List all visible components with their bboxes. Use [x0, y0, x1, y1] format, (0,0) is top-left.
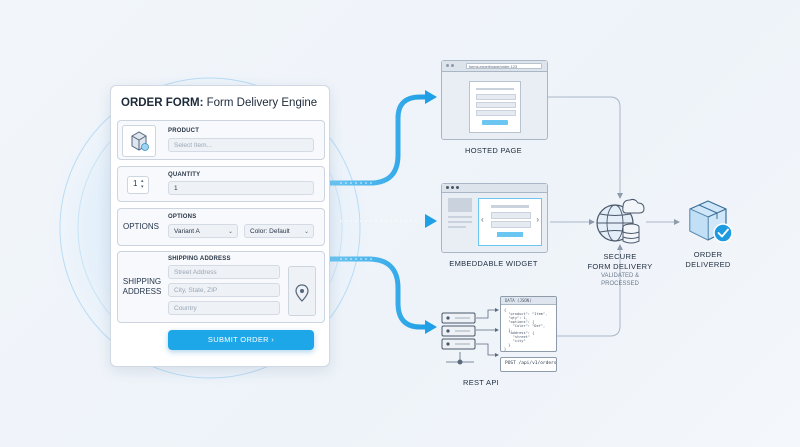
json-code-line: }: [504, 347, 507, 351]
window-dot-icon: [446, 64, 449, 67]
validated-processed-label: VALIDATED & PROCESSED: [583, 272, 657, 288]
quantity-section: 1 ▴▾ QUANTITY 1: [117, 166, 325, 202]
endpoint-text: POST /api/v1/orders: [505, 361, 557, 366]
variant-select[interactable]: Variant A ⌄: [168, 224, 238, 238]
background-ring-outer: [59, 77, 361, 379]
shipping-section: SHIPPING ADDRESS SHIPPING ADDRESS Street…: [117, 251, 325, 323]
json-code-body: { "product": "Item", "qty": 1, "options"…: [501, 305, 556, 351]
window-dot-icon: [451, 186, 454, 189]
order-delivered-label: ORDER DELIVERED: [676, 250, 740, 270]
delivered-box-icon: [684, 197, 736, 247]
json-code-title: DATA (JSON): [501, 297, 556, 305]
chevron-down-icon: ⌄: [303, 229, 309, 235]
widget-image-block: [448, 198, 472, 212]
product-label: PRODUCT: [168, 128, 200, 134]
order-form-card: ORDER FORM: Form Delivery Engine PRODUCT…: [110, 85, 330, 367]
window-dot-icon: [456, 186, 459, 189]
chevron-left-icon: ‹: [481, 215, 484, 224]
secure-delivery-label: SECURE FORM DELIVERY: [573, 252, 667, 272]
quantity-label: QUANTITY: [168, 172, 201, 178]
arrowhead-hosted: [425, 90, 437, 104]
flow-arrow-api: [327, 256, 429, 330]
shipping-side-label: SHIPPING ADDRESS: [122, 277, 162, 297]
shipping-label: SHIPPING ADDRESS: [168, 256, 231, 262]
delivery-connectors: [548, 96, 675, 337]
embeddable-widget-label: EMBEDDABLE WIDGET: [449, 259, 538, 268]
submit-order-button[interactable]: SUBMIT ORDER ›: [168, 330, 314, 350]
product-section: PRODUCT Select Item...: [117, 120, 325, 160]
map-pin-icon: [288, 266, 316, 316]
hosted-page-browser: forms.expert/page/order-123: [441, 60, 548, 140]
hosted-page-form-preview: [469, 81, 521, 133]
product-icon: [122, 125, 156, 157]
city-state-zip-field[interactable]: City, State, ZIP: [168, 283, 280, 297]
secure-delivery-icon: [593, 197, 647, 249]
endpoint-window: POST /api/v1/orders: [500, 357, 557, 372]
chevron-right-icon: ›: [536, 215, 539, 224]
secure-delivery-label-line1: SECURE: [603, 252, 637, 261]
quantity-stepper-icon: 1 ▴▾: [127, 176, 149, 194]
window-dot-icon: [446, 186, 449, 189]
json-code-window: DATA (JSON) { "product": "Item", "qty": …: [500, 296, 557, 352]
arrowhead-api: [425, 320, 437, 334]
shipping-side-label-line2: ADDRESS: [122, 287, 162, 296]
json-code-line: {: [504, 308, 507, 312]
server-stack-icon: [441, 312, 476, 352]
json-code-line: },: [504, 327, 513, 332]
window-dot-icon: [451, 64, 454, 67]
json-code-line: }: [504, 343, 511, 348]
hosted-page-label: HOSTED PAGE: [465, 146, 522, 155]
flow-arrow-hosted: [327, 94, 429, 186]
json-code-line: "qty": 1,: [504, 315, 528, 320]
chevron-down-icon: ⌄: [227, 229, 233, 235]
json-code-line: "street": [504, 335, 530, 340]
arrowhead-widget: [425, 214, 437, 228]
json-code-line: "address": {: [504, 331, 535, 336]
order-delivered-line1: ORDER: [693, 250, 723, 259]
color-select[interactable]: Color: Default ⌄: [244, 224, 314, 238]
json-code-line: "city": [504, 339, 526, 344]
widget-embedded-form: ‹ ›: [478, 198, 542, 246]
hosted-page-address-bar: forms.expert/page/order-123: [442, 61, 547, 72]
options-section: OPTIONS OPTIONS Variant A ⌄ Color: Defau…: [117, 208, 325, 246]
order-delivered-line2: DELIVERED: [685, 260, 731, 269]
json-code-line: "options": {: [504, 319, 535, 324]
form-title-bold: ORDER FORM:: [121, 97, 204, 109]
stepper-arrows-icon: ▴▾: [141, 178, 144, 190]
shipping-side-label-line1: SHIPPING: [122, 277, 162, 286]
secure-delivery-label-line2: FORM DELIVERY: [587, 262, 653, 271]
color-select-value: Color: Default: [250, 228, 290, 235]
embeddable-widget-browser: ‹ ›: [441, 183, 548, 253]
product-select[interactable]: Select Item...: [168, 138, 314, 152]
variant-select-value: Variant A: [174, 228, 200, 235]
street-field[interactable]: Street Address: [168, 265, 280, 279]
form-title-rest: Form Delivery Engine: [203, 97, 318, 109]
json-code-line: "product": "Item",: [504, 311, 548, 316]
json-code-line: "Color": "Def",: [504, 323, 546, 328]
form-title: ORDER FORM: Form Delivery Engine: [121, 97, 317, 109]
country-field[interactable]: Country: [168, 301, 280, 315]
quantity-input[interactable]: 1: [168, 181, 314, 195]
processed-label: PROCESSED: [601, 281, 639, 287]
validated-label: VALIDATED &: [600, 273, 640, 279]
rest-api-label: REST API: [462, 378, 500, 387]
quantity-icon-text: 1: [133, 179, 138, 188]
widget-title-bar: [442, 184, 547, 193]
hosted-page-url: forms.expert/page/order-123: [466, 63, 542, 69]
options-side-label: OPTIONS: [123, 222, 160, 231]
options-label: OPTIONS: [168, 214, 197, 220]
